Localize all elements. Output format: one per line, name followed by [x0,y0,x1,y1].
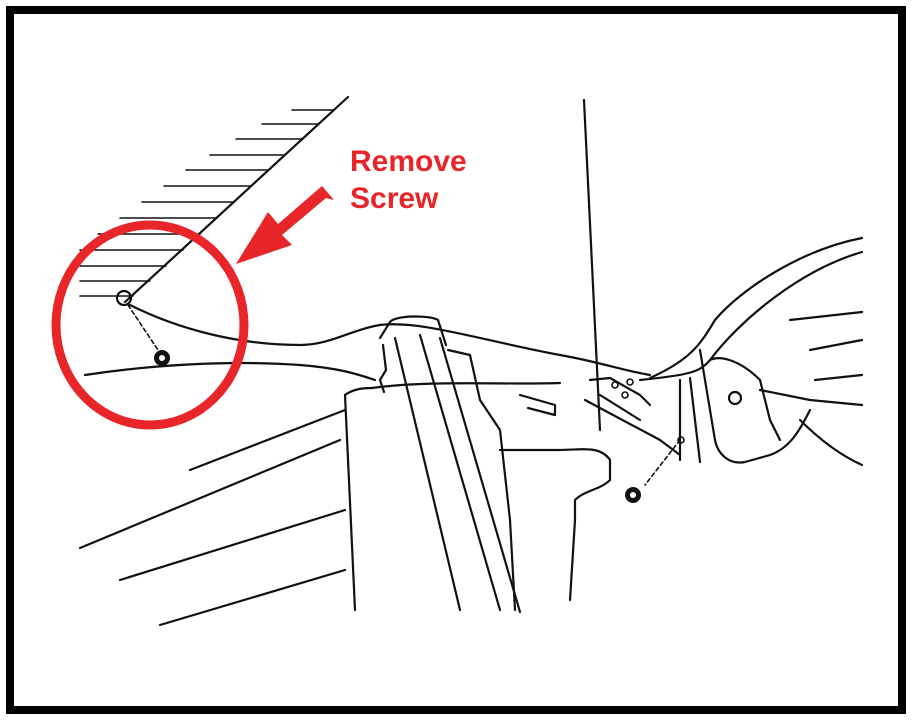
remove-screw-callout: Remove Screw [350,143,467,217]
fender-bracket [83,303,652,390]
callout-line-1: Remove [350,145,467,178]
arrow-pointer-icon [236,186,334,264]
bumper-clip [378,315,522,614]
headlamp-assembly [638,236,864,467]
fender-panel-hatching [79,95,350,304]
screw-icon [115,289,170,366]
pillar-line [582,98,602,432]
screw-icon [625,436,685,503]
lower-body-panels [78,386,374,627]
figure-border [6,6,906,714]
center-bracket [498,376,682,602]
highlight-circle-icon [51,220,249,430]
callout-line-2: Screw [350,182,439,215]
